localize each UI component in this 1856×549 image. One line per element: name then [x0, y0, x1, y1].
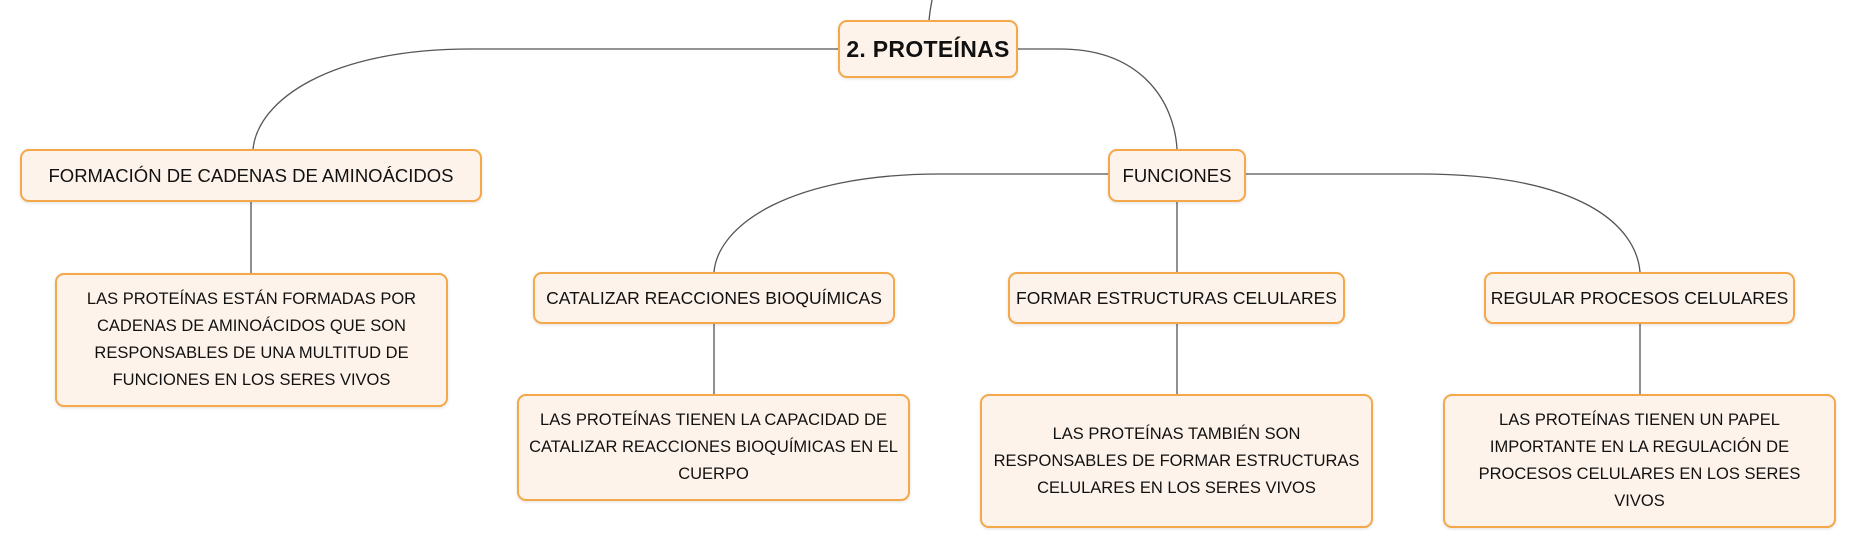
formar-description-node[interactable]: LAS PROTEÍNAS TAMBIÉN SON RESPONSABLES D… — [980, 394, 1373, 528]
connector-root-funciones — [1018, 48, 1178, 150]
funciones-regular-node[interactable]: REGULAR PROCESOS CELULARES — [1484, 272, 1795, 324]
regular-label: REGULAR PROCESOS CELULARES — [1490, 287, 1789, 308]
branch-funciones-label: FUNCIONES — [1122, 164, 1232, 186]
formacion-description-node[interactable]: LAS PROTEÍNAS ESTÁN FORMADAS POR CADENAS… — [55, 273, 448, 407]
formar-description-text: LAS PROTEÍNAS TAMBIÉN SON RESPONSABLES D… — [993, 424, 1360, 497]
branch-funciones-node[interactable]: FUNCIONES — [1108, 149, 1246, 202]
funciones-formar-node[interactable]: FORMAR ESTRUCTURAS CELULARES — [1008, 272, 1345, 324]
catalizar-description-node[interactable]: LAS PROTEÍNAS TIENEN LA CAPACIDAD DE CAT… — [517, 394, 910, 501]
connector-funciones-catalizar — [713, 173, 1108, 273]
branch-formacion-label: FORMACIÓN DE CADENAS DE AMINOÁCIDOS — [48, 164, 454, 186]
regular-description-text: LAS PROTEÍNAS TIENEN UN PAPEL IMPORTANTE… — [1478, 411, 1801, 510]
formar-label: FORMAR ESTRUCTURAS CELULARES — [1016, 287, 1337, 308]
branch-formacion-node[interactable]: FORMACIÓN DE CADENAS DE AMINOÁCIDOS — [20, 149, 482, 202]
connector-to-parent — [928, 0, 933, 21]
catalizar-label: CATALIZAR REACCIONES BIOQUÍMICAS — [546, 287, 882, 308]
regular-description-node[interactable]: LAS PROTEÍNAS TIENEN UN PAPEL IMPORTANTE… — [1443, 394, 1836, 528]
root-label: 2. PROTEÍNAS — [846, 35, 1010, 62]
funciones-catalizar-node[interactable]: CATALIZAR REACCIONES BIOQUÍMICAS — [533, 272, 895, 324]
formacion-description-text: LAS PROTEÍNAS ESTÁN FORMADAS POR CADENAS… — [86, 290, 417, 389]
catalizar-description-text: LAS PROTEÍNAS TIENEN LA CAPACIDAD DE CAT… — [529, 411, 898, 483]
connector-root-formacion — [252, 48, 838, 150]
connector-funciones-regular — [1246, 173, 1641, 273]
root-node[interactable]: 2. PROTEÍNAS — [838, 20, 1018, 78]
